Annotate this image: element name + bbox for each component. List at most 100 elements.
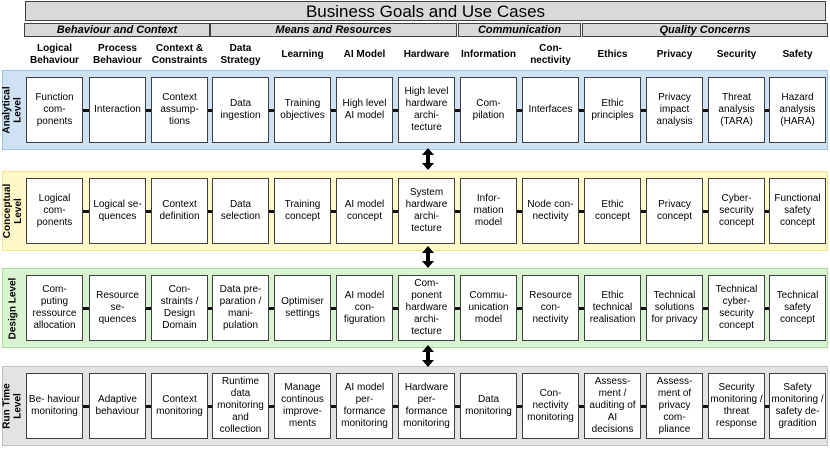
cell-0-1: Interaction bbox=[89, 77, 146, 143]
connector-line bbox=[331, 405, 336, 408]
connector-line bbox=[517, 405, 522, 408]
connector-line bbox=[146, 405, 151, 408]
cell-2-0: Com- puting ressource allocation bbox=[26, 275, 83, 341]
cell-0-3: Data ingestion bbox=[212, 77, 269, 143]
group-header-0: Behaviour and Context bbox=[24, 23, 210, 37]
cell-1-5: AI model concept bbox=[336, 178, 393, 244]
connector-line bbox=[146, 210, 151, 213]
cell-3-2: Context monitoring bbox=[151, 373, 208, 439]
double-arrow-icon bbox=[422, 246, 434, 268]
connector-line bbox=[765, 109, 769, 112]
connector-line bbox=[83, 405, 89, 408]
level-label-text: Design Level bbox=[7, 277, 19, 339]
connector-line bbox=[455, 307, 460, 310]
connector-line bbox=[83, 210, 89, 213]
connector-line bbox=[208, 405, 212, 408]
column-header-4: Learning bbox=[281, 49, 324, 60]
cell-0-2: Context assump- tions bbox=[151, 77, 208, 143]
connector-line bbox=[641, 109, 646, 112]
cell-0-8: Interfaces bbox=[522, 77, 579, 143]
connector-line bbox=[331, 210, 336, 213]
connector-line bbox=[83, 307, 89, 310]
connector-line bbox=[455, 109, 460, 112]
cell-3-10: Assess- ment of privacy com- pliance bbox=[646, 373, 703, 439]
cell-2-12: Technical safety concept bbox=[769, 275, 826, 341]
connector-line bbox=[208, 210, 212, 213]
cell-1-1: Logical se- quences bbox=[89, 178, 146, 244]
level-label-2: Design Level bbox=[2, 268, 24, 348]
connector-line bbox=[703, 307, 708, 310]
connector-line bbox=[269, 109, 274, 112]
connector-line bbox=[146, 109, 151, 112]
connector-line bbox=[455, 210, 460, 213]
cell-1-9: Ethic concept bbox=[584, 178, 641, 244]
cell-0-7: Com- pilation bbox=[460, 77, 517, 143]
column-header-11: Security bbox=[716, 49, 757, 60]
connector-line bbox=[703, 109, 708, 112]
column-header-2: Context & Constraints bbox=[151, 43, 208, 66]
cell-2-1: Resource se- quences bbox=[89, 275, 146, 341]
cell-0-11: Threat analysis (TARA) bbox=[708, 77, 765, 143]
cell-0-0: Function com- ponents bbox=[26, 77, 83, 143]
diagram-title: Business Goals and Use Cases bbox=[25, 1, 826, 21]
connector-line bbox=[641, 307, 646, 310]
cell-1-12: Functional safety concept bbox=[769, 178, 826, 244]
connector-line bbox=[765, 307, 769, 310]
double-arrow-icon bbox=[422, 148, 434, 170]
cell-1-3: Data selection bbox=[212, 178, 269, 244]
cell-0-5: High level AI model bbox=[336, 77, 393, 143]
column-header-5: AI Model bbox=[343, 49, 386, 60]
connector-line bbox=[703, 210, 708, 213]
cell-0-4: Training objectives bbox=[274, 77, 331, 143]
column-header-6: Hardware bbox=[403, 49, 450, 60]
connector-line bbox=[208, 307, 212, 310]
group-header-2: Communication bbox=[458, 23, 581, 37]
column-header-8: Con- nectivity bbox=[530, 43, 571, 66]
cell-3-4: Manage continous improve- ments bbox=[274, 373, 331, 439]
connector-line bbox=[269, 210, 274, 213]
cell-3-3: Runtime data monitoring and collection bbox=[212, 373, 269, 439]
column-header-12: Safety bbox=[782, 49, 813, 60]
connector-line bbox=[765, 210, 769, 213]
cell-3-1: Adaptive behaviour bbox=[89, 373, 146, 439]
group-header-3: Quality Concerns bbox=[582, 23, 828, 37]
column-header-9: Ethics bbox=[597, 49, 628, 60]
connector-line bbox=[579, 405, 584, 408]
connector-line bbox=[393, 109, 398, 112]
cell-2-8: Resource con- nectivity bbox=[522, 275, 579, 341]
cell-1-0: Logical com- ponents bbox=[26, 178, 83, 244]
connector-line bbox=[641, 210, 646, 213]
cell-2-11: Technical cyber- security concept bbox=[708, 275, 765, 341]
column-header-10: Privacy bbox=[656, 49, 693, 60]
connector-line bbox=[765, 405, 769, 408]
cell-3-6: Hardware per- formance monitoring bbox=[398, 373, 455, 439]
column-header-3: Data Strategy bbox=[220, 43, 261, 66]
connector-line bbox=[331, 307, 336, 310]
connector-line bbox=[579, 210, 584, 213]
connector-line bbox=[517, 210, 522, 213]
cell-2-9: Ethic technical realisation bbox=[584, 275, 641, 341]
cell-2-6: Com- ponent hardware archi- tecture bbox=[398, 275, 455, 341]
column-header-0: Logical Behaviour bbox=[30, 43, 79, 66]
cell-3-7: Data monitoring bbox=[460, 373, 517, 439]
cell-1-8: Node con- nectivity bbox=[522, 178, 579, 244]
cell-1-4: Training concept bbox=[274, 178, 331, 244]
cell-2-5: AI model con- figuration bbox=[336, 275, 393, 341]
cell-1-6: System hardware archi- tecture bbox=[398, 178, 455, 244]
cell-0-6: High level hardware archi- tecture bbox=[398, 77, 455, 143]
connector-line bbox=[579, 307, 584, 310]
connector-line bbox=[393, 307, 398, 310]
cell-3-5: AI model per- formance monitoring bbox=[336, 373, 393, 439]
connector-line bbox=[269, 405, 274, 408]
connector-line bbox=[269, 307, 274, 310]
cell-0-9: Ethic principles bbox=[584, 77, 641, 143]
connector-line bbox=[393, 405, 398, 408]
connector-line bbox=[579, 109, 584, 112]
double-arrow-icon bbox=[422, 345, 434, 367]
cell-2-10: Technical solutions for privacy bbox=[646, 275, 703, 341]
cell-2-3: Data pre- paration / mani- pulation bbox=[212, 275, 269, 341]
